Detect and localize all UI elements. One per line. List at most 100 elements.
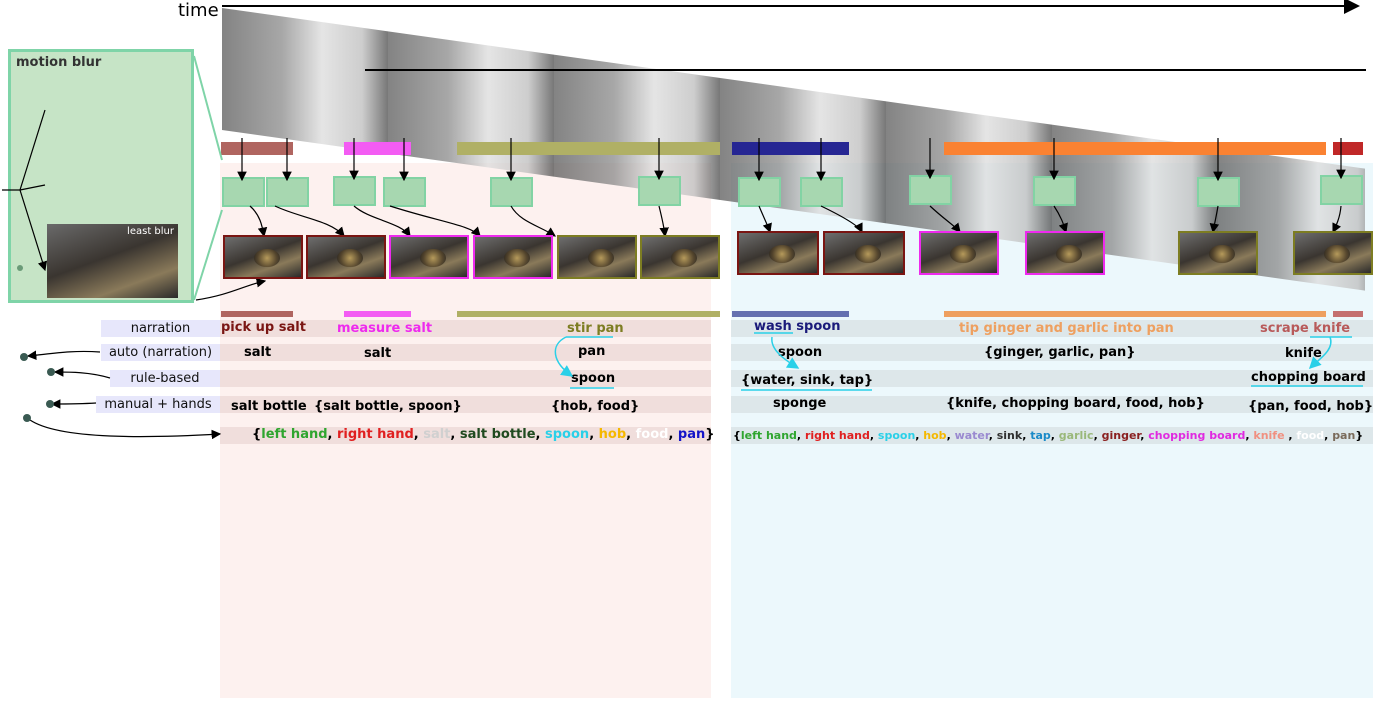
object-token: , — [327, 427, 337, 442]
motion-blur-title: motion blur — [16, 55, 102, 70]
manual-sponge: sponge — [773, 396, 827, 411]
rule-water-sink-tap: {water, sink, tap} — [741, 373, 874, 388]
narration-measure-salt: measure salt — [337, 321, 433, 336]
auto-noun-spoon: spoon — [778, 345, 823, 360]
narration-tip-ginger: tip ginger and garlic into pan — [959, 321, 1174, 336]
motion-blur-panel: motion blur least blur — [8, 49, 194, 303]
keyframe-10 — [1025, 231, 1105, 275]
object-token: hob — [923, 429, 947, 442]
manual-salt-bottle: salt bottle — [231, 399, 307, 414]
keyframe-1 — [223, 235, 303, 279]
object-token: , — [535, 427, 546, 442]
object-token: spoon — [877, 429, 916, 442]
object-token: { — [252, 427, 262, 442]
keyframe-6 — [640, 235, 720, 279]
object-token: , — [796, 429, 805, 442]
timeline-bar-scrape-knife — [1333, 142, 1363, 155]
manual-hob-food: {hob, food} — [551, 399, 640, 414]
manual-pan-food-hob: {pan, food, hob} — [1248, 399, 1374, 414]
object-token: left hand — [740, 429, 797, 442]
manual-salt-bottle-spoon: {salt bottle, spoon} — [314, 399, 462, 414]
object-token: salt bottle — [459, 427, 536, 442]
keyframe-9 — [919, 231, 999, 275]
row-label-rule: rule-based — [110, 370, 220, 387]
object-token: , — [869, 429, 878, 442]
object-token: , — [1050, 429, 1059, 442]
left-row-arrows — [26, 350, 222, 440]
object-list-right: {left hand, right hand, spoon, hob, wate… — [733, 429, 1363, 442]
object-token: hob — [598, 427, 627, 442]
object-token: , — [413, 427, 424, 442]
object-token: , — [1324, 429, 1333, 442]
object-token: , — [1284, 429, 1297, 442]
object-token: , — [1022, 429, 1031, 442]
strip-auto-left — [220, 344, 711, 361]
auto-noun-knife: knife — [1285, 346, 1322, 361]
object-token: spoon — [545, 427, 590, 442]
narration-pick-up-salt: pick up salt — [221, 320, 306, 335]
object-token: sink — [996, 429, 1023, 442]
row-label-narration: narration — [101, 320, 220, 337]
object-token: food — [1296, 429, 1325, 442]
time-axis-label: time — [178, 0, 219, 21]
object-token: tap — [1030, 429, 1051, 442]
object-token: { — [733, 429, 741, 442]
object-token: water — [954, 429, 989, 442]
strip-auto-right — [731, 344, 1373, 361]
keyframe-5 — [557, 235, 637, 279]
row-label-manual: manual + hands — [96, 396, 220, 413]
object-token: , — [668, 427, 678, 442]
keyframe-2 — [306, 235, 386, 279]
row-label-auto: auto (narration) — [101, 344, 220, 361]
narration-wash-spoon: wash spoon — [754, 319, 841, 334]
object-token: knife — [1253, 429, 1285, 442]
least-blur-frame: least blur — [47, 224, 178, 298]
object-token: , — [1093, 429, 1102, 442]
video-filmstrip — [222, 8, 1365, 291]
object-token: food — [635, 427, 669, 442]
timeline-bar-pick-up-salt — [221, 142, 293, 155]
object-token: , — [626, 427, 636, 442]
auto-noun-salt-2: salt — [364, 346, 392, 361]
object-token: right hand — [804, 429, 870, 442]
least-blur-label: least blur — [127, 226, 174, 237]
strip-narration-left — [220, 320, 711, 337]
manual-knife-board-food-hob: {knife, chopping board, food, hob} — [946, 396, 1205, 411]
object-token: , — [1245, 429, 1254, 442]
object-token: } — [705, 427, 715, 442]
narration-stir-pan: stir pan — [567, 321, 624, 336]
rule-spoon: spoon — [571, 371, 616, 386]
object-list-left: {left hand, right hand, salt, salt bottl… — [252, 427, 715, 442]
strip-manual-left — [220, 396, 711, 413]
object-token: , — [1140, 429, 1149, 442]
auto-noun-salt-1: salt — [244, 345, 272, 360]
object-token: ginger — [1101, 429, 1141, 442]
object-token: pan — [677, 427, 706, 442]
object-token: right hand — [337, 427, 414, 442]
rule-chopping-board: chopping board — [1251, 370, 1366, 385]
object-token: } — [1355, 429, 1364, 442]
keyframe-4 — [473, 235, 553, 279]
object-token: chopping board — [1148, 429, 1246, 442]
keyframe-3 — [389, 235, 469, 279]
object-token: garlic — [1058, 429, 1094, 442]
object-token: , — [915, 429, 924, 442]
zoom-line-top — [193, 55, 223, 161]
auto-noun-pan: pan — [578, 344, 606, 359]
narration-scrape-knife: scrape knife — [1260, 321, 1351, 336]
keyframe-8 — [823, 231, 905, 275]
object-token: left hand — [261, 427, 328, 442]
strip-objects-left — [220, 427, 711, 444]
object-token: , — [450, 427, 460, 442]
strip-narration-right — [731, 320, 1373, 337]
strip-rule-right — [731, 370, 1373, 387]
object-token: , — [946, 429, 955, 442]
keyframe-12 — [1293, 231, 1373, 275]
zoom-line-bottom — [193, 209, 223, 301]
object-token: , — [589, 427, 599, 442]
strip-rule-left — [220, 370, 711, 387]
keyframe-11 — [1178, 231, 1258, 275]
object-token: pan — [1332, 429, 1356, 442]
strip-objects-right — [731, 427, 1373, 444]
